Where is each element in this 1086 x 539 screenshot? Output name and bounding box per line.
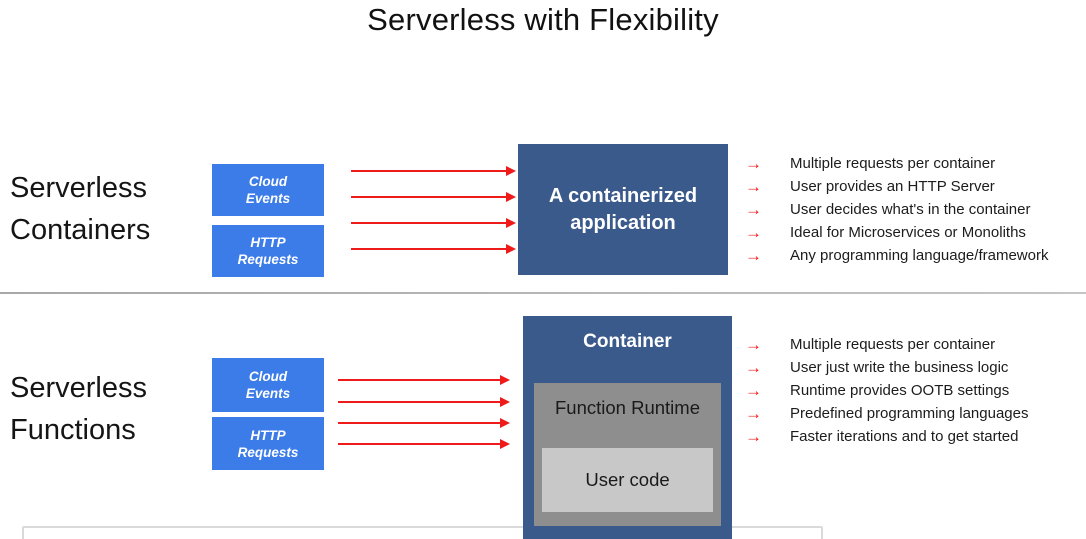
row2-label-line2: Functions (10, 413, 136, 446)
row1-label-line1: Serverless (10, 172, 147, 204)
arrow-bullet-icon: → (745, 358, 762, 377)
arrow-bullet-icon: → (745, 335, 762, 354)
flow-arrow-icon (338, 375, 510, 385)
bullet-text: Faster iterations and to get started (790, 428, 1019, 445)
row1-label: Serverless Containers (10, 168, 150, 251)
arrow-bullet-icon: → (745, 381, 762, 400)
row1-target-label: A containerized application (548, 184, 698, 234)
flow-arrow-icon (351, 192, 516, 202)
row1-label-line2: Containers (10, 213, 151, 246)
bullet-text: Runtime provides OOTB settings (790, 382, 1010, 399)
flow-arrow-icon (351, 218, 516, 228)
bullet-text: Multiple requests per container (790, 155, 996, 172)
function-runtime-box: Function Runtime User code (534, 383, 721, 526)
function-runtime-label: Function Runtime (555, 397, 700, 418)
arrow-bullet-icon: → (745, 200, 762, 219)
row1-bullets: → Multiple requests per container → User… (745, 152, 1080, 267)
bullet-text: Ideal for Microservices or Monoliths (790, 224, 1026, 241)
bullet-item: → Runtime provides OOTB settings (745, 379, 1080, 402)
user-code-label: User code (585, 469, 670, 490)
bullet-item: → User just write the business logic (745, 356, 1080, 379)
bullet-item: → User provides an HTTP Server (745, 175, 1080, 198)
flow-arrow-icon (351, 244, 516, 254)
flow-arrow-icon (351, 166, 516, 176)
arrow-bullet-icon: → (745, 404, 762, 423)
bullet-item: → Any programming language/framework (745, 244, 1080, 267)
row2-container-box: Container Function Runtime User code (523, 316, 732, 539)
bullet-text: Predefined programming languages (790, 405, 1029, 422)
arrow-bullet-icon: → (745, 154, 762, 173)
user-code-box: User code (542, 448, 713, 512)
bullet-item: → Multiple requests per container (745, 333, 1080, 356)
arrow-bullet-icon: → (745, 177, 762, 196)
section-divider (0, 292, 1086, 294)
bullet-text: User provides an HTTP Server (790, 178, 995, 195)
arrow-bullet-icon: → (745, 223, 762, 242)
row1-source-http-requests: HTTP Requests (212, 225, 324, 277)
bullet-item: → Faster iterations and to get started (745, 425, 1080, 448)
arrow-bullet-icon: → (745, 427, 762, 446)
flow-arrow-icon (338, 397, 510, 407)
bullet-text: User decides what's in the container (790, 201, 1031, 218)
bullet-item: → Ideal for Microservices or Monoliths (745, 221, 1080, 244)
row2-label: Serverless Functions (10, 368, 147, 451)
row2-source-http-requests: HTTP Requests (212, 417, 324, 470)
arrow-bullet-icon: → (745, 246, 762, 265)
bullet-item: → Multiple requests per container (745, 152, 1080, 175)
container-title: Container (583, 331, 672, 352)
slide-title: Serverless with Flexibility (367, 2, 719, 37)
row2-source-cloud-events: Cloud Events (212, 358, 324, 412)
bullet-text: Any programming language/framework (790, 247, 1049, 264)
row1-target-box: A containerized application (518, 144, 728, 275)
row2-bullets: → Multiple requests per container → User… (745, 333, 1080, 448)
bullet-text: Multiple requests per container (790, 336, 996, 353)
bullet-item: → Predefined programming languages (745, 402, 1080, 425)
flow-arrow-icon (338, 418, 510, 428)
row1-source-cloud-events: Cloud Events (212, 164, 324, 216)
row2-label-line1: Serverless (10, 372, 147, 404)
bullet-text: User just write the business logic (790, 359, 1009, 376)
flow-arrow-icon (338, 439, 510, 449)
bullet-item: → User decides what's in the container (745, 198, 1080, 221)
